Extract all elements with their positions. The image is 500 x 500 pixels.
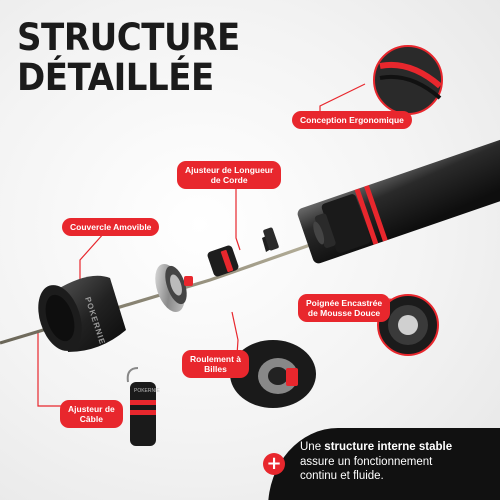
inset-ergonomic	[373, 45, 443, 115]
label-ajusteur-cable: Ajusteur de Câble	[60, 400, 123, 428]
label-text: Billes	[204, 364, 227, 374]
label-ajusteur-longueur: Ajusteur de Longueur de Corde	[177, 161, 282, 189]
handle	[297, 136, 500, 264]
cable-adjuster-product: POKERNIE	[126, 367, 161, 446]
label-conception-ergonomique: Conception Ergonomique	[292, 111, 412, 129]
inset-foam	[377, 294, 439, 356]
label-text: Poignée Encastrée	[306, 298, 383, 308]
label-text: Ajusteur de	[68, 404, 115, 414]
label-text: de Corde	[210, 175, 248, 185]
title-line-2: DÉTAILLÉE	[17, 56, 214, 99]
info-text-part2: assure un fonctionnement	[300, 455, 433, 468]
ball-bearing	[155, 263, 193, 313]
title-line-1: STRUCTURE	[17, 16, 240, 59]
length-adjuster	[207, 227, 279, 277]
label-text: Conception Ergonomique	[300, 115, 404, 125]
removable-cap: POKERNIE	[38, 275, 126, 352]
label-roulement-billes: Roulement à Billes	[182, 350, 250, 378]
info-panel	[268, 428, 500, 500]
label-text: de Mousse Douce	[307, 308, 381, 318]
label-text: Roulement à	[190, 354, 242, 364]
cable-adjuster-brand: POKERNIE	[134, 388, 161, 394]
label-text: Ajusteur de Longueur	[185, 165, 274, 175]
info-text-part3: continu et fluide.	[300, 470, 384, 482]
label-text: Câble	[79, 414, 103, 424]
plus-icon: +	[263, 453, 285, 475]
label-couvercle-amovible: Couvercle Amovible	[62, 218, 160, 236]
info-text: Une structure interne stable assure un f…	[300, 440, 496, 484]
page-title: STRUCTURE DÉTAILLÉE	[17, 18, 240, 98]
info-text-part1: Une	[300, 441, 325, 453]
info-text-bold: structure interne stable	[324, 441, 453, 453]
label-poignee-encastree: Poignée Encastrée de Mousse Douce	[298, 294, 391, 322]
inset-bearing	[230, 340, 316, 408]
label-text: Couvercle Amovible	[70, 222, 152, 232]
